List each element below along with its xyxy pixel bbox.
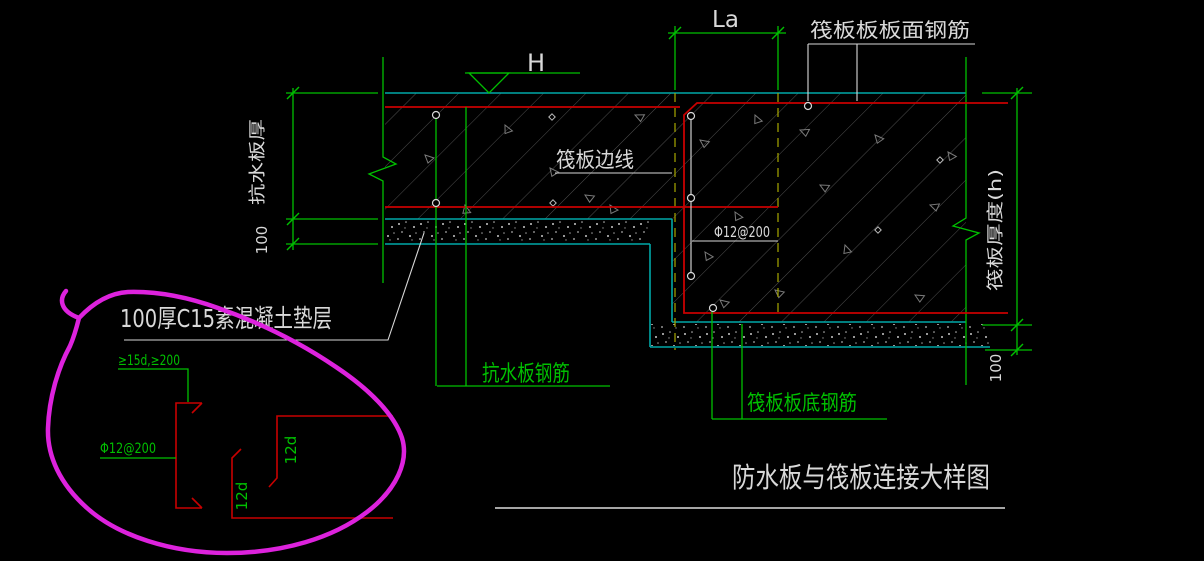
dowel-bars	[431, 107, 718, 386]
right-cushion-100-label: 100	[987, 354, 1005, 383]
raft-top-rebar-label: 筏板板板面钢筋	[810, 18, 970, 42]
right-extension-lines	[982, 92, 1032, 351]
elevation-label: H	[527, 49, 545, 77]
dim-tick	[286, 237, 300, 251]
left-break-edge	[367, 57, 398, 283]
rebar-lines	[385, 102, 1008, 314]
raft-bottom-rebar-callout: 筏板板底钢筋	[711, 312, 887, 420]
right-dimension: 筏板厚度(h) 100	[982, 86, 1032, 383]
left-cushion-100-label: 100	[253, 226, 271, 255]
raft-bottom-rebar-label: 筏板板底钢筋	[747, 391, 857, 415]
bar-node	[803, 101, 813, 111]
waterproof-bar-bracket	[175, 402, 203, 509]
left-extension-lines	[286, 92, 378, 245]
rebar-lap-detail: ≥15d,≥200 Φ12@200 12d 12d	[100, 353, 393, 519]
drawing-title-block: 防水板与筏板连接大样图	[495, 461, 1005, 509]
raft-bottom-rebar-leaders	[711, 312, 743, 419]
dim-tick	[286, 86, 300, 100]
dim-tick	[668, 26, 682, 40]
bar-node	[708, 303, 718, 313]
raft-edge-callout: 筏板边线	[555, 148, 672, 174]
elevation-symbol: H	[465, 49, 580, 94]
bar-node	[686, 193, 696, 203]
hooked-bar-upper	[268, 415, 393, 488]
concrete-hatch-area	[385, 93, 966, 322]
dim-tick	[1010, 318, 1024, 332]
cushion-speckle-bands	[386, 220, 990, 346]
hook-length-label-left: 12d	[233, 482, 251, 511]
detail-bar-spec-label: Φ12@200	[100, 441, 156, 457]
la-extension-lines	[674, 26, 779, 90]
cushion-note-leader	[124, 232, 425, 341]
la-dimension-label: La	[712, 7, 739, 33]
section-break-edges	[367, 57, 981, 385]
raft-top-rebar-leader	[807, 43, 975, 101]
lap-note-label: ≥15d,≥200	[118, 353, 180, 369]
bar-node	[686, 111, 696, 121]
hooked-bar-lower	[231, 448, 393, 519]
lap-note-leader	[118, 368, 189, 402]
bar-node	[431, 110, 441, 120]
raft-thickness-label: 筏板厚度(h)	[986, 169, 1006, 291]
waterproof-thickness-label: 抗水板厚	[248, 119, 268, 205]
dim-tick	[286, 212, 300, 226]
elevation-triangle-icon	[467, 72, 511, 94]
right-break-edge	[951, 57, 981, 385]
bar-node	[431, 198, 441, 208]
raft-perimeter-rebar	[683, 102, 1008, 314]
drawing-title: 防水板与筏板连接大样图	[732, 461, 990, 494]
dim-tick	[1010, 343, 1024, 357]
freehand-highlight-circle	[45, 288, 407, 556]
waterproof-rebar-callout: 抗水板钢筋	[437, 362, 610, 387]
bar-node	[686, 271, 696, 281]
raft-edge-label: 筏板边线	[556, 148, 634, 172]
cushion-note-label: 100厚C15素混凝土垫层	[120, 304, 332, 333]
waterproof-rebar-label: 抗水板钢筋	[482, 362, 570, 387]
hook-length-label-right: 12d	[282, 436, 300, 465]
raft-top-rebar-callout: 筏板板板面钢筋	[803, 18, 975, 111]
left-dimension: 抗水板厚 100	[248, 86, 378, 255]
dim-tick	[771, 26, 785, 40]
la-dimension: La	[668, 7, 786, 90]
raft-edge-dashed-lines	[674, 93, 779, 350]
cushion-note-callout: 100厚C15素混凝土垫层	[120, 232, 425, 341]
dowel-spec-callout: Φ12@200	[692, 223, 778, 242]
dowel-spec-label: Φ12@200	[714, 223, 770, 241]
dim-tick	[1010, 86, 1024, 100]
